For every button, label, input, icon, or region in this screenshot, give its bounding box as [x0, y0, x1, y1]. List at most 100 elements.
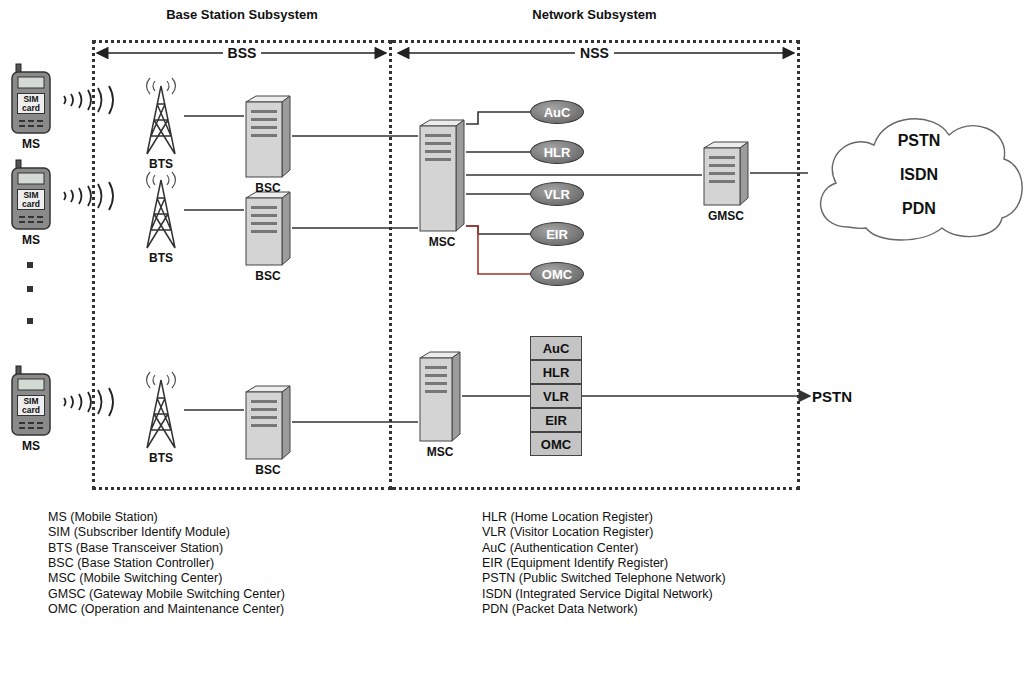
abbreviation-key: MS (Mobile Station) — [48, 510, 158, 525]
mobile-switching-center-icon — [418, 350, 462, 442]
register-ellipse-shape: EIR — [530, 222, 584, 246]
base-transceiver-station-shape — [138, 372, 184, 448]
server-side — [452, 352, 460, 441]
node-text: PSTN — [898, 124, 941, 158]
sim-card: SIM card — [17, 93, 45, 114]
mobile-station-shape: SIM card — [10, 64, 52, 134]
server-side — [282, 386, 290, 459]
server-slot — [425, 150, 451, 153]
register-cell-shape: OMC — [530, 432, 582, 456]
node-text: HLR — [543, 366, 570, 379]
node-label: MSC — [429, 235, 456, 249]
connector-line — [184, 209, 244, 211]
node-label: BSC — [255, 181, 280, 195]
mobile-switching-center: MSC — [418, 118, 466, 249]
server-slot — [251, 408, 277, 411]
register-ellipse-shape: HLR — [530, 140, 584, 164]
base-transceiver-station: BTS — [138, 372, 184, 465]
node-label: BSC — [255, 463, 280, 477]
server-slot — [251, 206, 277, 209]
tower-signal — [147, 172, 176, 188]
register-cell-shape: EIR — [530, 408, 582, 432]
register-ellipse-shape: AuC — [530, 100, 584, 124]
server-slot — [251, 230, 277, 233]
base-transceiver-station-shape — [138, 78, 184, 154]
node-label: GMSC — [708, 209, 744, 223]
ellipsis-dot — [27, 286, 33, 292]
abbreviation-key: PDN (Packet Data Network) — [482, 602, 638, 617]
base-transceiver-station-icon — [138, 372, 184, 448]
ellipsis-dot — [27, 262, 33, 268]
server-front — [420, 126, 456, 231]
sim-card: SIM card — [17, 395, 45, 416]
server-side — [282, 192, 290, 265]
cloud-outline — [821, 119, 1023, 240]
server-slot — [251, 126, 277, 129]
register-cell-shape: VLR — [530, 384, 582, 408]
node-text: OMC — [542, 268, 572, 281]
mobile-switching-center-icon — [418, 118, 466, 232]
abbreviation-key: VLR (Visitor Location Register) — [482, 525, 653, 540]
connector-line — [466, 226, 530, 274]
phone-keys — [19, 121, 43, 126]
subsystem-region: BTSBTSBTSBSCBSCBSCBase Station Subsystem… — [92, 40, 392, 490]
server-slot — [251, 214, 277, 217]
base-transceiver-station-icon — [138, 78, 184, 154]
ellipsis-dot — [27, 318, 33, 324]
node-text: HLR — [544, 146, 571, 159]
node-text: ISDN — [900, 158, 938, 192]
base-station-controller-shape — [244, 384, 292, 460]
node-text: VLR — [544, 188, 570, 201]
server-slot — [425, 390, 447, 393]
abbreviation-key: PSTN (Public Switched Telephone Network) — [482, 571, 726, 586]
abbreviation-key: SIM (Subscriber Identify Module) — [48, 525, 230, 540]
mobile-station: SIM cardMS — [10, 160, 52, 247]
register-cell: OMC — [530, 432, 582, 456]
connector-line — [466, 193, 530, 195]
subsystem-region: MSCAuCHLRVLREIROMCGMSCMSCAuCHLRVLREIROMC… — [392, 40, 800, 490]
register-ellipse-shape: VLR — [530, 182, 584, 206]
subsystem-heading: Network Subsystem — [532, 7, 656, 23]
mobile-station-shape: SIM card — [10, 160, 52, 230]
phone-body — [12, 374, 50, 435]
register-cell: AuC — [530, 336, 582, 360]
network-target: PSTN — [812, 385, 864, 407]
base-transceiver-station: BTS — [138, 172, 184, 265]
server-side — [456, 120, 464, 231]
mobile-switching-center-shape — [418, 350, 462, 442]
mobile-switching-center-shape — [418, 118, 466, 232]
abbreviation-key: AuC (Authentication Center) — [482, 541, 638, 556]
connector-line — [466, 151, 530, 153]
register-cell: VLR — [530, 384, 582, 408]
gateway-msc-icon — [702, 140, 750, 206]
node-text: AuC — [544, 106, 571, 119]
tower-lattice — [147, 180, 175, 248]
connector-line — [292, 227, 418, 229]
tower-lattice — [147, 86, 175, 154]
subsystem-tag: BSS — [223, 44, 262, 62]
radio-waves — [64, 86, 113, 114]
register-cell: HLR — [530, 360, 582, 384]
register-ellipse: EIR — [530, 222, 584, 246]
server-front — [246, 392, 282, 459]
server-front — [420, 358, 452, 441]
register-ellipse: HLR — [530, 140, 584, 164]
mobile-station-shape: SIM card — [10, 366, 52, 436]
server-front — [246, 198, 282, 265]
register-ellipse: OMC — [530, 262, 584, 286]
server-slot — [251, 222, 277, 225]
phone-body — [12, 72, 50, 133]
connector-line — [466, 174, 702, 176]
node-text: PDN — [902, 192, 936, 226]
base-station-controller-icon — [244, 94, 292, 178]
connector-line — [582, 395, 810, 397]
abbreviation-key: ISDN (Integrated Service Digital Network… — [482, 587, 713, 602]
abbreviation-key: HLR (Home Location Register) — [482, 510, 653, 525]
server-slot — [425, 374, 447, 377]
subsystem-tag: NSS — [575, 44, 614, 62]
register-cell-shape: AuC — [530, 336, 582, 360]
base-station-controller-shape — [244, 94, 292, 178]
server-slot — [425, 142, 451, 145]
connector-line — [466, 226, 530, 234]
connector-line — [462, 395, 530, 397]
